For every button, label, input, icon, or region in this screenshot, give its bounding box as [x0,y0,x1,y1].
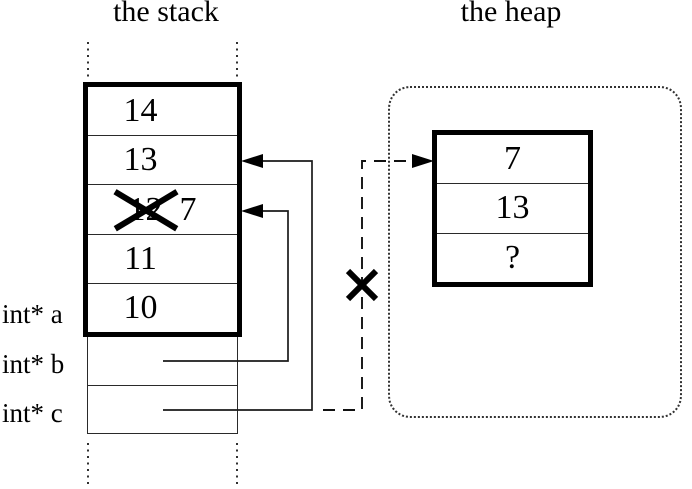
stack-frame-box: 14 13 12 7 11 10 [83,82,242,337]
pointer-label-a: int* a [2,299,63,329]
heap-value-7: 7 [504,140,521,178]
pointer-b-cell [88,337,237,385]
stack-cell-12-overwritten: 12 7 [88,184,237,233]
arrowhead-left-icon [241,154,263,168]
heap-cell-7: 7 [437,135,588,183]
stack-value-13: 13 [123,141,158,179]
pointer-label-b: int* b [2,349,65,379]
heap-cell-unknown: ? [437,232,588,282]
heap-cell-13: 13 [437,183,588,232]
stack-cell-10: 10 [88,282,237,332]
pointer-c-cell [88,384,237,434]
crossed-out-value-icon: 12 [128,190,163,228]
stack-cell-11: 11 [88,233,237,283]
stack-title: the stack [113,0,219,28]
stack-new-value-7: 7 [179,190,197,228]
stack-cell-13: 13 [88,135,237,184]
heap-title: the heap [460,0,562,28]
stack-pointer-cells-box [87,337,238,434]
stack-value-10: 10 [123,288,158,326]
stack-cell-14: 14 [88,87,237,135]
pointer-label-c: int* c [2,398,63,428]
stack-value-11: 11 [124,239,157,277]
stack-value-14: 14 [123,92,158,130]
heap-value-13: 13 [495,189,530,227]
arrowhead-left-icon [241,204,263,218]
heap-value-unknown: ? [504,238,521,276]
invalid-pointer-cross-icon [345,268,379,302]
heap-block-box: 7 13 ? [432,130,593,287]
